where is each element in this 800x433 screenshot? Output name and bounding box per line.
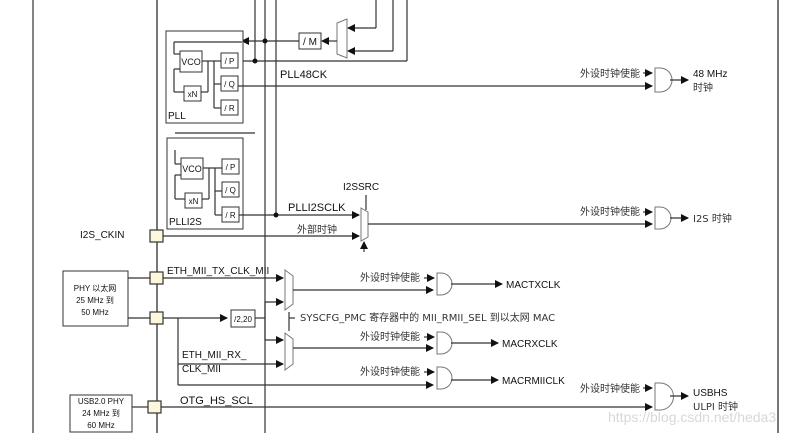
otg-pad — [147, 400, 162, 414]
watermark: https://blog.csdn.net/heda3 — [608, 409, 776, 425]
output-macrmii-label: MACRMIICLK — [502, 376, 565, 387]
enable-label-48mhz: 外设时钟使能 — [580, 67, 640, 80]
div-m-label: / M — [303, 37, 317, 48]
syscfg-label: SYSCFG_PMC 寄存器中的 MII_RMII_SEL 到以太网 MAC — [300, 311, 555, 324]
enable-label-macrx: 外设时钟使能 — [360, 330, 420, 343]
output-mactx-label: MACTXCLK — [506, 280, 561, 291]
pll-source-mux — [336, 18, 348, 59]
ext-clock-label: 外部时钟 — [297, 223, 337, 236]
phy-usb-line2: 24 MHz 到 — [82, 409, 120, 418]
junction-dot — [273, 212, 279, 218]
and-gate-i2s — [654, 206, 672, 230]
plli2s-label: PLLI2S — [169, 217, 202, 228]
pll-multiplier-block — [183, 85, 202, 102]
phy-ethernet-line2: 25 MHz 到 — [76, 296, 114, 305]
phy-ethernet-line3: 50 MHz — [81, 308, 109, 317]
eth-tx-label: ETH_MII_TX_CLK_MII — [167, 266, 269, 277]
output-usbhs-sublabel: ULPI 时钟 — [693, 400, 738, 413]
plli2sclk-label: PLLI2SCLK — [288, 202, 346, 214]
pll-vco-label: VCO — [181, 57, 201, 67]
enable-label-mactx: 外设时钟使能 — [360, 271, 420, 284]
eth-rx-label-2: CLK_MII — [182, 364, 221, 375]
output-48mhz-label: 48 MHz — [693, 69, 727, 80]
plli2s-div-p-block — [221, 158, 240, 175]
eth-tx-pad — [149, 271, 164, 285]
enable-label-i2s: 外设时钟使能 — [580, 205, 640, 218]
phy-ethernet-line1: PHY 以太网 — [74, 283, 117, 293]
i2s-ckin-pad — [149, 229, 164, 243]
junction-dot — [252, 58, 258, 64]
otg-hs-label: OTG_HS_SCL — [180, 395, 253, 407]
junction-dot — [262, 38, 268, 44]
pll-div-r-label: / R — [224, 104, 234, 113]
plli2s-multiplier-block — [184, 192, 203, 209]
and-gate-macrmii — [436, 366, 453, 390]
pll-multiplier-label: xN — [188, 90, 198, 99]
eth-rx-label-1: ETH_MII_RX_ — [182, 350, 247, 361]
pll-div-q-label: / Q — [224, 80, 235, 89]
pll-label: PLL — [168, 111, 186, 122]
plli2s-div-p-label: / P — [226, 163, 236, 172]
output-macrx-label: MACRXCLK — [502, 339, 558, 350]
eth-rx-mux — [284, 332, 294, 371]
and-gate-48mhz — [654, 67, 673, 93]
and-gate-mactx — [436, 272, 453, 296]
i2ssrc-label: I2SSRC — [343, 182, 379, 193]
pll-div-p-block — [220, 52, 239, 69]
phy-ethernet-box — [62, 270, 129, 327]
phy-usb-line3: 60 MHz — [87, 421, 115, 430]
eth-rx-pad — [149, 311, 164, 325]
pll-div-r-block — [220, 99, 239, 116]
eth-tx-mux — [284, 269, 294, 311]
and-gate-usbhs — [654, 382, 674, 411]
and-gate-macrx — [436, 331, 453, 355]
i2s-source-mux — [360, 207, 369, 242]
phy-usb-box — [69, 394, 133, 433]
pll-div-p-label: / P — [225, 57, 235, 66]
output-48mhz-sublabel: 时钟 — [693, 81, 713, 94]
plli2s-div-q-label: / Q — [225, 186, 236, 195]
enable-label-macrmii: 外设时钟使能 — [360, 365, 420, 378]
pll48ck-label: PLL48CK — [280, 69, 328, 81]
plli2s-multiplier-label: xN — [189, 197, 199, 206]
plli2s-vco-label: VCO — [182, 164, 202, 174]
output-i2s-label: I2S 时钟 — [693, 212, 732, 225]
plli2s-div-q-block — [221, 181, 240, 198]
i2s-ckin-label: I2S_CKIN — [80, 230, 124, 241]
output-usbhs-label: USBHS — [693, 388, 728, 399]
div-2-20-label: /2,20 — [234, 315, 252, 324]
pll-div-q-block — [220, 75, 239, 92]
plli2s-div-r-label: / R — [225, 211, 235, 220]
phy-usb-line1: USB2.0 PHY — [78, 397, 125, 406]
enable-label-usbhs: 外设时钟使能 — [580, 382, 640, 395]
